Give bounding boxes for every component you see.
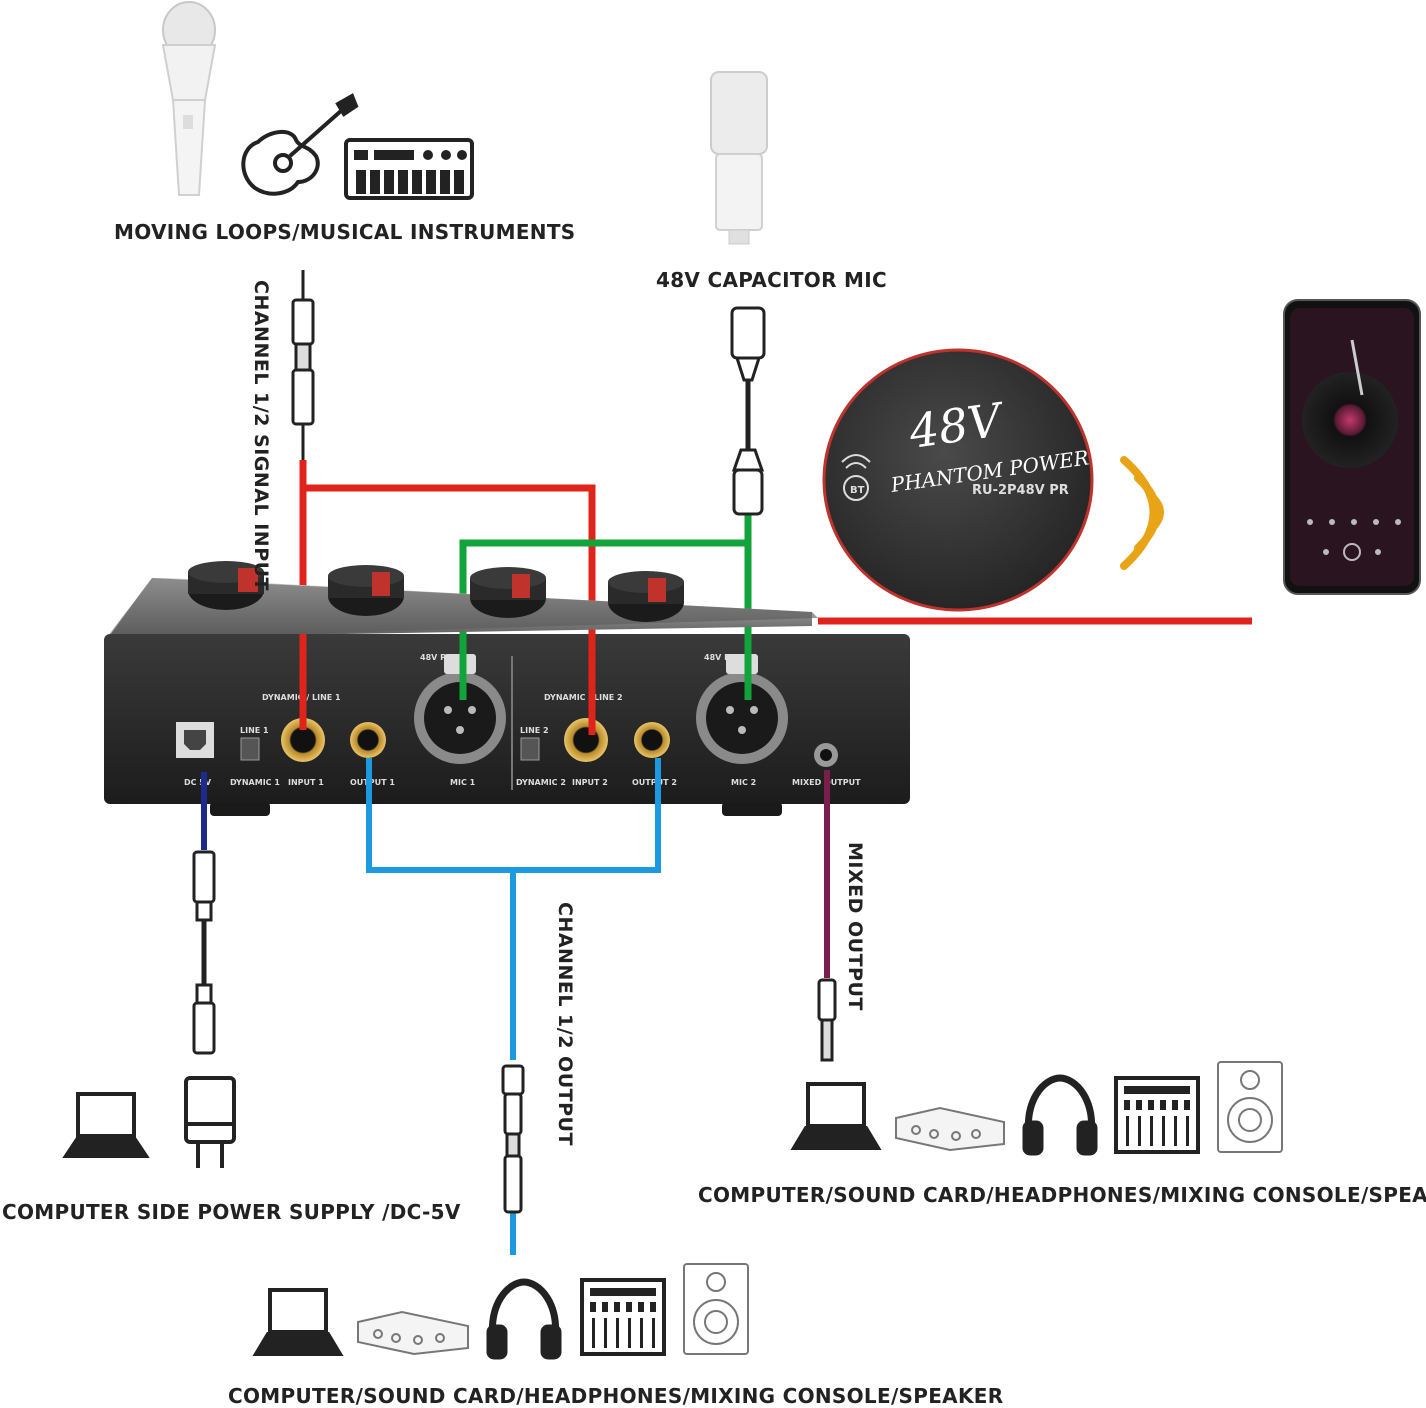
line-dynamic-switch-2[interactable] [520, 737, 540, 761]
laptop-icon [252, 1288, 344, 1356]
phantom-power-badge: 48V PHANTOM POWER RU-2P48V PR BT [822, 348, 1094, 612]
panel-label: LINE 2 [520, 726, 549, 735]
knob-4[interactable] [608, 571, 684, 622]
laptop-icon [62, 1092, 150, 1158]
mixed-output-label: MIXED OUTPUT [844, 842, 866, 1011]
channel-output-label: CHANNEL 1/2 OUTPUT [554, 902, 576, 1146]
mixed-cable [817, 770, 837, 1062]
badge-voltage: 48V [905, 392, 1009, 459]
charger-icon [184, 1076, 236, 1168]
bottom-devices-label: COMPUTER/SOUND CARD/HEADPHONES/MIXING CO… [228, 1384, 1004, 1408]
output-2-jack[interactable] [634, 722, 670, 758]
mic-1-xlr[interactable] [414, 654, 506, 764]
guitar-icon [241, 93, 359, 196]
panel-label: DYNAMIC 1 [230, 778, 280, 787]
wireless-waves-icon [1120, 456, 1164, 570]
output-cable [366, 758, 661, 1255]
panel-label: OUTPUT 2 [632, 778, 677, 787]
panel-label: LINE 1 [240, 726, 269, 735]
headphones-icon [486, 1278, 562, 1360]
knob-3[interactable] [470, 567, 546, 618]
jack-plug-icon [291, 270, 315, 460]
panel-label: DC 5V [184, 778, 212, 787]
panel-label: 48V POWER [420, 653, 473, 662]
power-supply-label: COMPUTER SIDE POWER SUPPLY /DC-5V [2, 1200, 461, 1224]
smartphone-icon [1283, 299, 1421, 595]
mic-2-xlr[interactable] [696, 654, 788, 764]
line-dynamic-switch-1[interactable] [240, 737, 260, 761]
laptop-icon [790, 1082, 882, 1150]
bluetooth-icon [841, 454, 871, 501]
cable-overlay [299, 634, 752, 735]
speaker-icon [683, 1263, 749, 1355]
panel-label: INPUT 1 [288, 778, 324, 787]
badge-bt: BT [850, 485, 865, 496]
badge-model: RU-2P48V PR [972, 483, 1069, 498]
panel-label: 48V POWER [704, 653, 757, 662]
condenser-mic-icon [710, 71, 768, 245]
mixer-icon [580, 1278, 666, 1356]
panel-label: INPUT 2 [572, 778, 608, 787]
panel-label: DYNAMIC / LINE 2 [544, 693, 623, 702]
right-devices-label: COMPUTER/SOUND CARD/HEADPHONES/MIXING CO… [698, 1183, 1426, 1207]
jack-plug-icon [501, 1064, 525, 1214]
keyboard-icon [344, 138, 474, 200]
signal-input-label: CHANNEL 1/2 SIGNAL INPUT [250, 280, 272, 592]
capacitor-mic-label: 48V CAPACITOR MIC [656, 268, 887, 292]
knob-1[interactable] [188, 561, 264, 610]
input-2-jack[interactable] [564, 718, 608, 762]
headphones-icon [1022, 1074, 1098, 1156]
panel-label: MIC 1 [450, 778, 476, 787]
amplifier-icon [357, 1310, 469, 1356]
xlr-cable-icon [730, 306, 766, 516]
amplifier-icon [895, 1106, 1005, 1152]
input-1-jack[interactable] [281, 718, 325, 762]
speaker-icon [1217, 1061, 1283, 1153]
mixer-icon [1114, 1076, 1200, 1154]
panel-label: MIC 2 [731, 778, 756, 787]
panel-label: DYNAMIC 2 [516, 778, 566, 787]
microphone-icon [161, 1, 217, 196]
audio-interface: DYNAMIC / LINE 1 DYNAMIC / LINE 2 48V PO… [104, 561, 910, 816]
knob-2[interactable] [328, 565, 404, 616]
usb-port[interactable] [176, 722, 214, 758]
panel-label: OUTPUT 1 [350, 778, 395, 787]
output-1-jack[interactable] [350, 722, 386, 758]
usb-cable [192, 772, 216, 1055]
instruments-label: MOVING LOOPS/MUSICAL INSTRUMENTS [114, 220, 576, 244]
